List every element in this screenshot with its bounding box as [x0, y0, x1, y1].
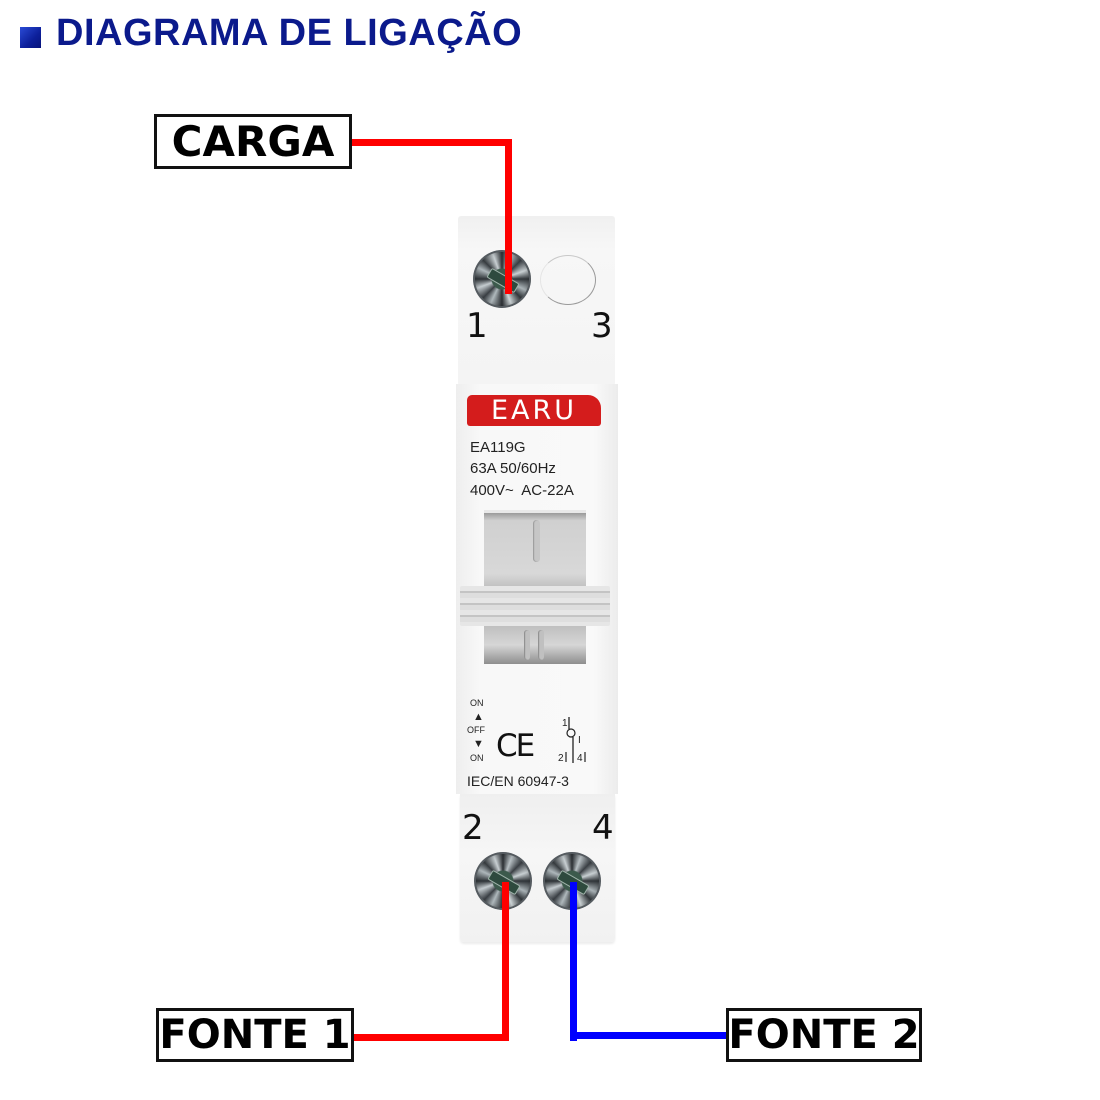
arrow-down-icon: ▼ [473, 738, 484, 750]
model-text: EA119G [470, 439, 526, 456]
fonte-2-label: FONTE 2 [726, 1008, 922, 1062]
svg-text:1: 1 [562, 718, 568, 729]
ce-mark-icon: CE [496, 728, 535, 764]
terminal-1-screw-icon [473, 250, 531, 308]
device-top-section [458, 216, 615, 386]
fonte-1-label: FONTE 1 [156, 1008, 354, 1062]
svg-text:4: 4 [577, 753, 583, 764]
switch-window-bottom [484, 626, 586, 664]
switch-indicator-slot [524, 630, 530, 660]
brand-logo: EARU [467, 395, 601, 426]
page-title: DIAGRAMA DE LIGAÇÃO [56, 12, 523, 54]
voltage-text: 400V~ AC-22A [470, 482, 574, 499]
terminal-3-hole-icon [540, 255, 596, 305]
wire-fonte1-horizontal [352, 1034, 509, 1041]
arrow-up-icon: ▲ [473, 711, 484, 723]
standard-text: IEC/EN 60947-3 [467, 773, 569, 789]
svg-text:2: 2 [558, 753, 564, 764]
carga-label: CARGA [154, 114, 352, 169]
rating-text: 63A 50/60Hz [470, 460, 556, 477]
header-bullet-icon [20, 27, 41, 48]
position-on-bottom: ON [470, 753, 484, 763]
wire-fonte2-vertical [570, 882, 577, 1041]
wire-carga-vertical [505, 139, 512, 294]
switch-lever[interactable] [460, 586, 610, 626]
position-on-top: ON [470, 698, 484, 708]
switch-indicator-slot [533, 520, 540, 562]
terminal-4-label: 4 [592, 808, 614, 848]
wire-carga-horizontal [350, 139, 512, 146]
switch-indicator-slot [538, 630, 544, 660]
wire-fonte1-vertical [502, 882, 509, 1041]
position-off: OFF [467, 725, 485, 735]
svg-text:I: I [578, 735, 581, 746]
wire-fonte2-horizontal [570, 1032, 728, 1039]
terminal-2-label: 2 [462, 808, 484, 848]
terminal-1-label: 1 [466, 306, 488, 346]
switch-schematic-icon: 1 I 2 4 [558, 717, 586, 764]
terminal-3-label: 3 [591, 306, 613, 346]
